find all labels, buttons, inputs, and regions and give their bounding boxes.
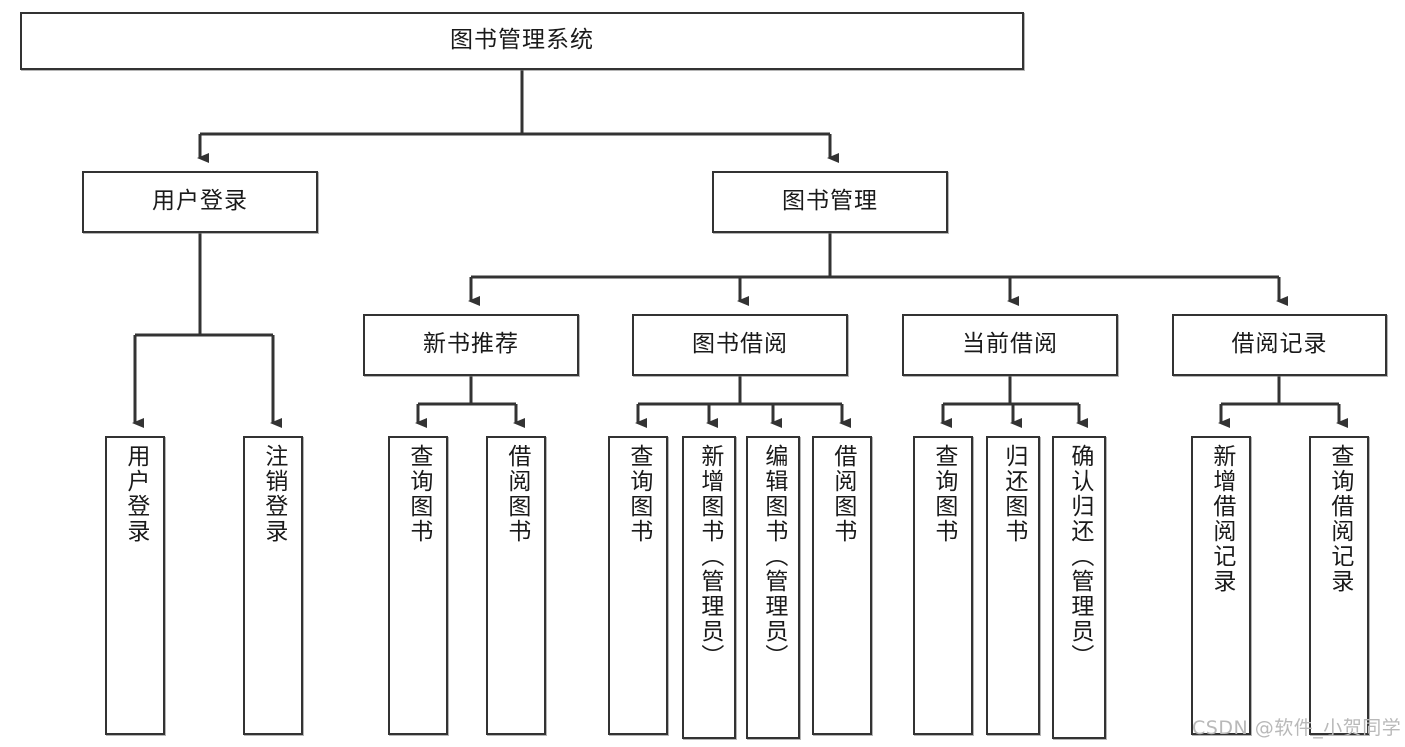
node-label: 借阅记录 [1231, 331, 1328, 358]
node-label: 当前借阅 [962, 331, 1058, 358]
leaf-add-borrow-record[interactable]: 新增借阅记录 [1191, 436, 1251, 735]
leaf-borrow-book[interactable]: 借阅图书 [812, 436, 872, 735]
node-current-borrow[interactable]: 当前借阅 [902, 314, 1118, 376]
watermark: CSDN @软件_小贺同学 [1192, 717, 1402, 739]
node-new-book-recommend[interactable]: 新书推荐 [363, 314, 579, 376]
node-book-management[interactable]: 图书管理 [712, 171, 948, 233]
leaf-edit-book-admin[interactable]: 编辑图书（管理员） [746, 436, 800, 739]
node-label: 查询图书 [405, 444, 432, 544]
node-label: 查询借阅记录 [1326, 444, 1353, 594]
leaf-query-book-borrow[interactable]: 查询图书 [608, 436, 668, 735]
node-label: 注销登录 [260, 444, 287, 544]
node-label: 借阅图书 [829, 444, 856, 544]
node-label: 新书推荐 [423, 331, 519, 358]
leaf-borrow-book-recommend[interactable]: 借阅图书 [486, 436, 546, 735]
node-label: 归还图书 [1000, 444, 1027, 544]
leaf-logout[interactable]: 注销登录 [243, 436, 303, 735]
node-label: 查询图书 [625, 444, 652, 544]
node-label: 图书借阅 [692, 331, 788, 358]
node-borrow-record[interactable]: 借阅记录 [1172, 314, 1387, 376]
leaf-user-login[interactable]: 用户登录 [105, 436, 165, 735]
node-label: 借阅图书 [503, 444, 530, 544]
leaf-add-book-admin[interactable]: 新增图书（管理员） [682, 436, 736, 739]
leaf-query-borrow-record[interactable]: 查询借阅记录 [1309, 436, 1369, 735]
node-label: 新增借阅记录 [1208, 444, 1235, 594]
leaf-return-book[interactable]: 归还图书 [986, 436, 1040, 735]
node-book-borrow[interactable]: 图书借阅 [632, 314, 848, 376]
node-label: 用户登录 [152, 188, 248, 215]
leaf-query-book-current[interactable]: 查询图书 [913, 436, 973, 735]
node-label: 用户登录 [122, 444, 149, 544]
node-user-login[interactable]: 用户登录 [82, 171, 318, 233]
node-label: 图书管理系统 [450, 27, 594, 54]
node-label: 确认归还（管理员） [1066, 444, 1093, 669]
node-label: 编辑图书（管理员） [760, 444, 787, 669]
leaf-query-book-recommend[interactable]: 查询图书 [388, 436, 448, 735]
node-label: 查询图书 [930, 444, 957, 544]
node-label: 新增图书（管理员） [696, 444, 723, 669]
node-label: 图书管理 [782, 188, 878, 215]
leaf-confirm-return-admin[interactable]: 确认归还（管理员） [1052, 436, 1106, 739]
node-root[interactable]: 图书管理系统 [20, 12, 1024, 70]
